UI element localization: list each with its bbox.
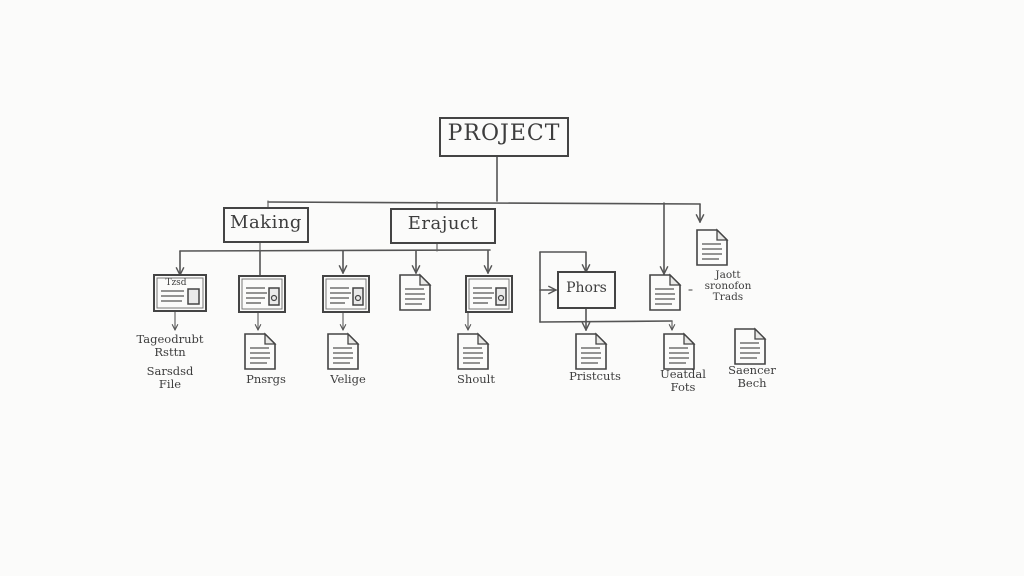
connector-top-bus xyxy=(267,201,701,205)
leaf-label: Shoult xyxy=(457,372,495,386)
category-label-making: Making xyxy=(230,212,302,233)
document-icon xyxy=(399,274,431,311)
category-node-making xyxy=(223,207,309,243)
category-node-erajuct xyxy=(390,208,496,244)
connectors xyxy=(175,156,701,330)
card-icon xyxy=(465,275,513,313)
document-icon xyxy=(327,333,359,370)
document-icon xyxy=(457,333,489,370)
category-label-phors: Phors xyxy=(566,280,607,296)
root-node xyxy=(439,117,569,157)
leaf-label: Tageodrubt Rsttn Sarsdsd File xyxy=(136,332,204,391)
card-icon xyxy=(322,275,370,313)
leaf-label: Saencer Bech xyxy=(728,363,776,390)
document-icon xyxy=(696,229,728,266)
leaf-label: Ueatdal Fots xyxy=(660,367,706,394)
leaf-label: Pnsrgs xyxy=(246,372,286,386)
root-node-label: PROJECT xyxy=(447,121,561,146)
document-icon xyxy=(575,333,607,370)
document-icon xyxy=(244,333,276,370)
document-icon xyxy=(649,274,681,311)
card-icon xyxy=(153,274,207,312)
leaf-label: Jaott sronofon Trads xyxy=(704,269,752,303)
category-label-erajuct: Erajuct xyxy=(407,213,479,234)
document-icon xyxy=(663,333,695,370)
connector-second-bus xyxy=(179,249,491,252)
document-icon xyxy=(734,328,766,365)
card-icon xyxy=(238,275,286,313)
leaf-label: Velige xyxy=(330,372,366,386)
card-label: Tzsd xyxy=(165,278,187,288)
leaf-label: Pristcuts xyxy=(569,369,621,383)
category-node-phors xyxy=(557,271,616,309)
